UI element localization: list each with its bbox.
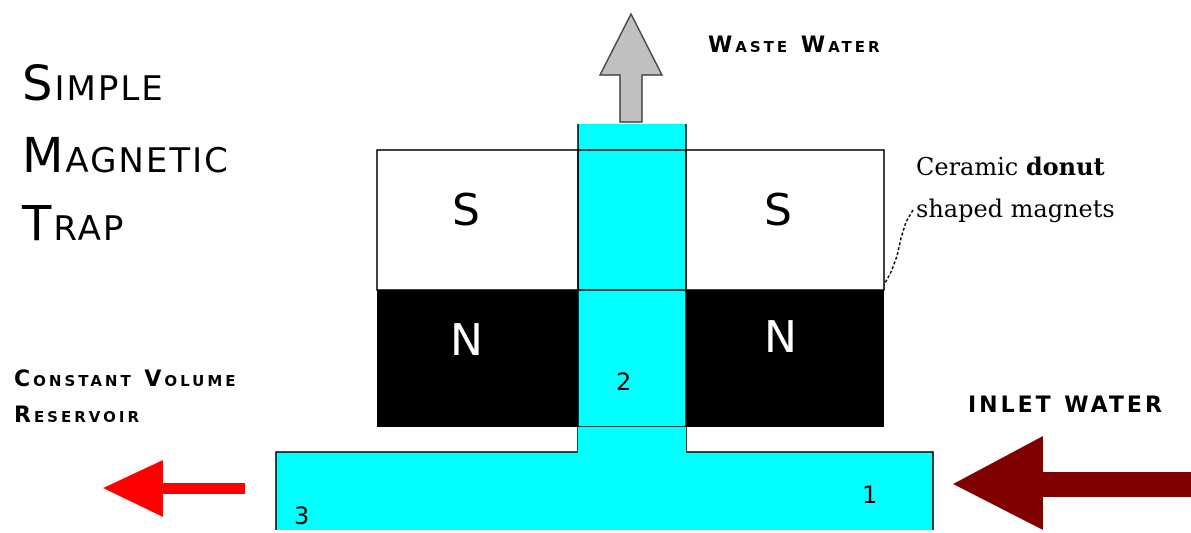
magnets-label-line-2: shaped magnets <box>916 195 1115 223</box>
point-label-2: 2 <box>616 368 631 396</box>
pole-label-s-right: S <box>764 185 792 236</box>
north-magnet-right <box>686 290 884 427</box>
outlet-arrow <box>103 460 245 517</box>
south-magnet-right <box>685 149 885 291</box>
magnets-leader-line <box>883 209 914 286</box>
channel-top-wall-left <box>275 451 578 530</box>
point-label-3: 3 <box>294 502 309 530</box>
magnets-label-line-1: Ceramic donut <box>916 152 1105 181</box>
title-line-2: Magnetic <box>22 128 230 184</box>
magnets-label-part1: Ceramic <box>916 153 1026 181</box>
reservoir-label-line-1: Constant Volume <box>14 367 239 392</box>
reservoir-label-line-2: Reservoir <box>14 403 142 428</box>
title-line-1: Simple <box>22 56 165 112</box>
north-magnet-left <box>377 290 578 427</box>
pole-label-s-left: S <box>452 185 480 236</box>
horizontal-water-channel <box>276 427 933 530</box>
channel-top-wall-right <box>686 451 934 530</box>
south-magnet-left <box>376 149 579 291</box>
vertical-water-channel <box>578 124 686 454</box>
pole-label-n-right: N <box>764 312 797 363</box>
title-line-3: Trap <box>21 196 125 252</box>
waste-water-arrow <box>598 12 664 123</box>
waste-water-label: Waste Water <box>708 33 883 58</box>
magnets-label-bold: donut <box>1026 152 1105 181</box>
pole-label-n-left: N <box>450 315 483 366</box>
inlet-water-label: INLET WATER <box>968 393 1165 418</box>
inlet-arrow <box>953 436 1191 530</box>
point-label-1: 1 <box>862 481 877 509</box>
